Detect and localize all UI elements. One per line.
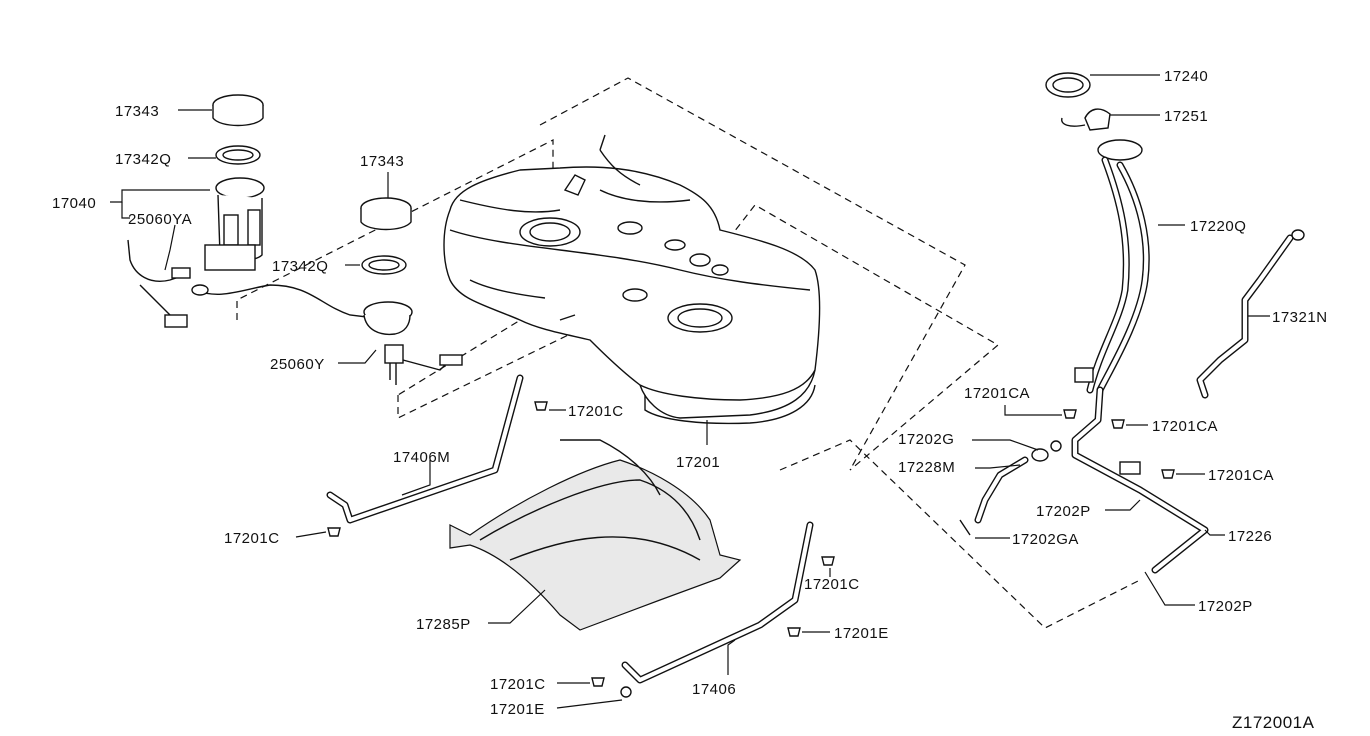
callout-17202g: 17202G xyxy=(898,431,954,448)
callout-17201c: 17201C xyxy=(224,530,280,547)
diagram-id: Z172001A xyxy=(1232,713,1315,732)
callout-17202ga: 17202GA xyxy=(1012,531,1079,548)
callout-17220q: 17220Q xyxy=(1190,218,1246,235)
callout-17201c: 17201C xyxy=(568,403,624,420)
callout-17343: 17343 xyxy=(115,103,159,120)
callout-17202p: 17202P xyxy=(1036,503,1091,520)
callout-17406: 17406 xyxy=(692,681,736,698)
callout-17201ca: 17201CA xyxy=(1152,418,1218,435)
fuel-tank xyxy=(443,134,821,425)
pump-module-middle xyxy=(360,197,463,385)
callout-17201e: 17201E xyxy=(834,625,889,642)
bolts xyxy=(327,401,1175,698)
pump-module-left xyxy=(127,94,376,328)
heat-shield xyxy=(449,439,742,631)
callout-labels: 17343 17342Q 17040 25060YA 17343 17342Q … xyxy=(52,68,1328,718)
callout-17343: 17343 xyxy=(360,153,404,170)
callout-17040: 17040 xyxy=(52,195,96,212)
callout-17342q: 17342Q xyxy=(115,151,171,168)
filler-assembly xyxy=(959,72,1305,574)
callout-17285p: 17285P xyxy=(416,616,471,633)
callout-17251: 17251 xyxy=(1164,108,1208,125)
callout-17201e: 17201E xyxy=(490,701,545,718)
callout-17226: 17226 xyxy=(1228,528,1272,545)
callout-17406m: 17406M xyxy=(393,449,450,466)
callout-17228m: 17228M xyxy=(898,459,955,476)
callout-17342q: 17342Q xyxy=(272,258,328,275)
callout-17240: 17240 xyxy=(1164,68,1208,85)
callout-17201ca: 17201CA xyxy=(964,385,1030,402)
callout-17321n: 17321N xyxy=(1272,309,1328,326)
callout-17201c: 17201C xyxy=(490,676,546,693)
callout-17201: 17201 xyxy=(676,454,720,471)
callout-25060ya: 25060YA xyxy=(128,211,192,228)
callout-17201ca: 17201CA xyxy=(1208,467,1274,484)
callout-17201c: 17201C xyxy=(804,576,860,593)
callout-17202p: 17202P xyxy=(1198,598,1253,615)
leader-lines xyxy=(110,74,1270,709)
tank-straps xyxy=(326,374,814,684)
callout-25060y: 25060Y xyxy=(270,356,325,373)
